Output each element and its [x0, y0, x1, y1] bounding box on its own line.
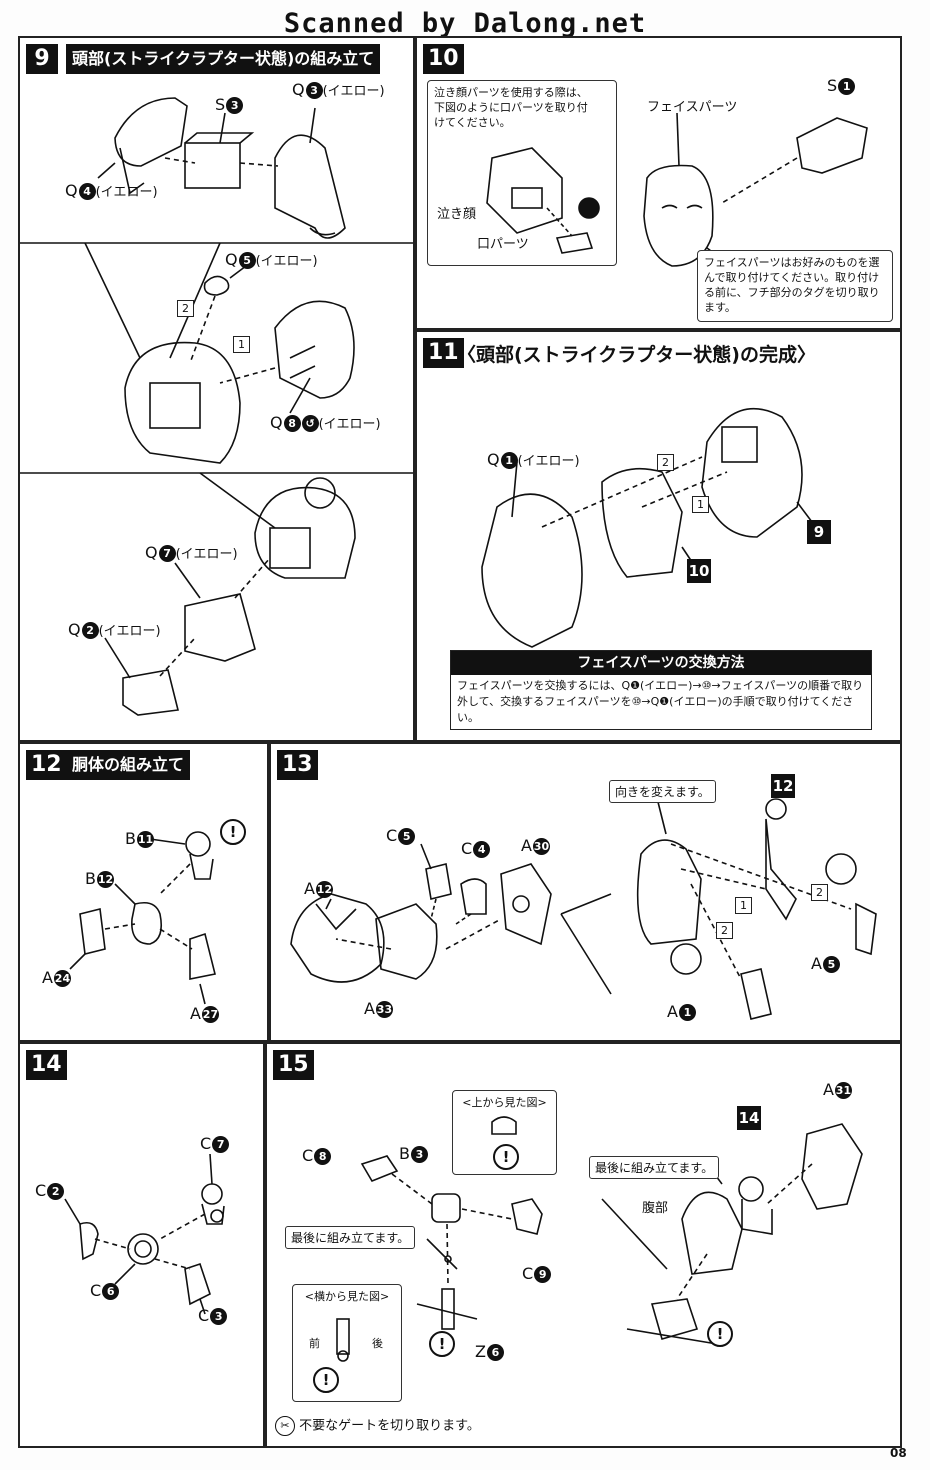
front-label: 前	[309, 1337, 320, 1350]
caution-icon: !	[707, 1321, 733, 1347]
step-reference-14: 14	[737, 1106, 761, 1130]
assemble-last-note: 最後に組み立てます。	[285, 1226, 416, 1249]
step-number: 11	[423, 338, 464, 368]
back-label: 後	[372, 1337, 383, 1350]
step-title: 胴体の組み立て	[66, 750, 191, 780]
side-view-label: <横から見た図>	[304, 1290, 390, 1303]
side-view-box: <横から見た図>	[292, 1284, 402, 1402]
assemble-last-note-right: 最後に組み立てます。	[589, 1156, 720, 1179]
step-15-panel: 15 <上から見た図> <横から見た図>	[265, 1042, 902, 1448]
order-marker: 2	[811, 884, 828, 901]
order-marker: 1	[692, 496, 709, 513]
face-parts-label: フェイスパーツ	[647, 100, 738, 115]
mouth-parts-label: 口パーツ	[477, 237, 529, 252]
face-swap-panel: フェイスパーツの交換方法 フェイスパーツを交換するには、Q❶(イエロー)→⑩→フ…	[450, 650, 872, 730]
step-14-illustration	[64, 1153, 225, 1315]
caution-icon: !	[313, 1367, 339, 1393]
step-12-illustration	[69, 831, 216, 1005]
step-number: 10	[423, 44, 464, 74]
top-view-label: <上から見た図>	[462, 1096, 547, 1109]
gate-note: ✂ 不要なゲートを切り取ります。	[275, 1416, 480, 1437]
step-15-illustration	[336, 1116, 863, 1362]
order-marker: 1	[233, 336, 250, 353]
step-9-panel: 9 頭部(ストライクラプター状態)の組み立て	[18, 36, 415, 742]
crying-face-callout: 泣き顔パーツを使用する際は、下図のように口パーツを取り付けてください。	[427, 80, 617, 266]
face-parts-callout: フェイスパーツはお好みのものを選んで取り付けてください。取り付ける前に、フチ部分…	[697, 250, 893, 322]
order-marker: 2	[177, 300, 194, 317]
order-marker: 2	[657, 454, 674, 471]
caution-icon: !	[493, 1144, 519, 1170]
step-number: 9	[26, 44, 58, 74]
abdomen-label: 腹部	[642, 1201, 669, 1216]
step-13-panel: 13	[269, 742, 902, 1042]
nipper-icon: ✂	[275, 1416, 295, 1436]
page-number: 08	[890, 1446, 907, 1460]
step-title: 〈頭部(ストライクラプター状態)の完成〉	[457, 344, 816, 366]
caution-icon: !	[220, 819, 246, 845]
caution-icon: !	[429, 1331, 455, 1357]
step-10-illustration	[486, 112, 868, 267]
face-parts-note: フェイスパーツはお好みのものを選んで取り付けてください。取り付ける前に、フチ部分…	[704, 256, 880, 314]
order-marker: 1	[735, 897, 752, 914]
step-title: 頭部(ストライクラプター状態)の組み立て	[66, 44, 381, 74]
step-number: 14	[26, 1050, 67, 1080]
step-number: 13	[277, 750, 318, 780]
crying-face-note: 泣き顔パーツを使用する際は、下図のように口パーツを取り付けてください。	[434, 86, 588, 129]
scanner-watermark: Scanned by Dalong.net	[283, 8, 647, 39]
step-number: 12	[26, 750, 67, 780]
step-11-illustration	[481, 407, 813, 648]
face-swap-title: フェイスパーツの交換方法	[451, 651, 871, 675]
step-reference-9: 9	[807, 520, 831, 544]
step-number: 15	[273, 1050, 314, 1080]
step-reference-12: 12	[771, 774, 795, 798]
step-reference-10: 10	[687, 559, 711, 583]
step-13-illustration	[290, 793, 877, 1020]
turn-note: 向きを変えます。	[609, 780, 716, 803]
step-10-panel: 10 泣き顔パーツを使用する際は、下図のように口パーツを取り付けてください。 フ…	[415, 36, 902, 330]
face-swap-text: フェイスパーツを交換するには、Q❶(イエロー)→⑩→フェイスパーツの順番で取り外…	[457, 679, 864, 724]
order-marker: 2	[716, 922, 733, 939]
crying-face-label: 泣き顔	[437, 207, 477, 222]
